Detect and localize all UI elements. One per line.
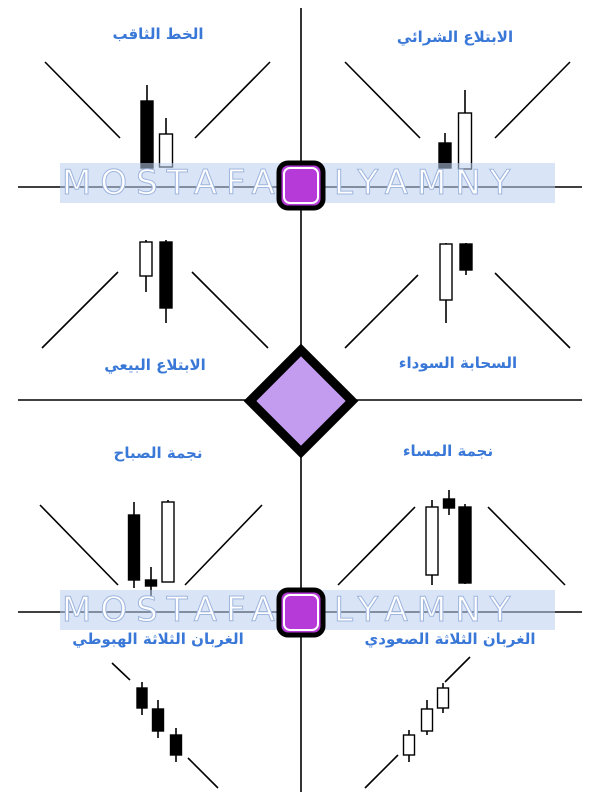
- trend-line: [494, 272, 571, 349]
- bearish-candle: [140, 100, 154, 169]
- watermark-text-bottom: Mostafa Elyamny: [62, 590, 520, 630]
- bearish-candle: [169, 734, 183, 756]
- trend-line: [494, 61, 571, 139]
- trend-line: [39, 504, 119, 586]
- bullish-candle: [139, 241, 153, 277]
- trend-line: [344, 61, 421, 139]
- center-diamond: [243, 343, 359, 459]
- bearish-candle: [127, 514, 141, 581]
- label-dark-cloud-cover: السحابة السوداء: [398, 354, 518, 372]
- label-three-white-soldiers: الغربان الثلاثة الصعودي: [364, 630, 536, 648]
- label-bullish-engulfing: الابتلاع الشرائي: [396, 28, 514, 46]
- bearish-candle: [151, 708, 165, 732]
- bullish-candle: [420, 708, 434, 732]
- bearish-candle: [458, 506, 472, 584]
- trend-line: [191, 271, 269, 349]
- trend-line: [184, 504, 263, 586]
- bearish-candle: [442, 498, 456, 509]
- trend-line: [337, 506, 416, 586]
- trend-line: [44, 61, 121, 139]
- bearish-candle: [144, 579, 158, 587]
- trend-line: [111, 662, 131, 681]
- bearish-candle: [159, 241, 173, 309]
- label-morning-star: نجمة الصباح: [113, 444, 203, 462]
- bearish-candle: [136, 687, 148, 709]
- trend-line: [344, 274, 419, 349]
- label-evening-star: نجمة المساء: [402, 442, 494, 460]
- bullish-candle: [425, 506, 439, 576]
- label-piercing-line: الخط الثاقب: [112, 25, 204, 43]
- trend-line: [194, 61, 271, 139]
- bullish-candle: [457, 112, 473, 170]
- trend-line: [41, 271, 119, 349]
- trend-line: [487, 506, 566, 586]
- trend-line: [364, 754, 399, 789]
- label-three-black-crows: الغربان الثلاثة الهبوطي: [72, 630, 244, 648]
- bullish-candle: [439, 243, 453, 301]
- bullish-candle: [161, 501, 175, 583]
- bullish-candle: [402, 734, 416, 756]
- trend-line: [187, 757, 219, 789]
- label-bearish-engulfing: الابتلاع البيعي: [104, 356, 206, 374]
- trend-line: [444, 656, 471, 683]
- bullish-candle: [436, 687, 450, 709]
- candles-layer: [127, 85, 473, 762]
- watermark-text-top: Mostafa Elyamny: [62, 163, 520, 203]
- bearish-candle: [459, 243, 473, 271]
